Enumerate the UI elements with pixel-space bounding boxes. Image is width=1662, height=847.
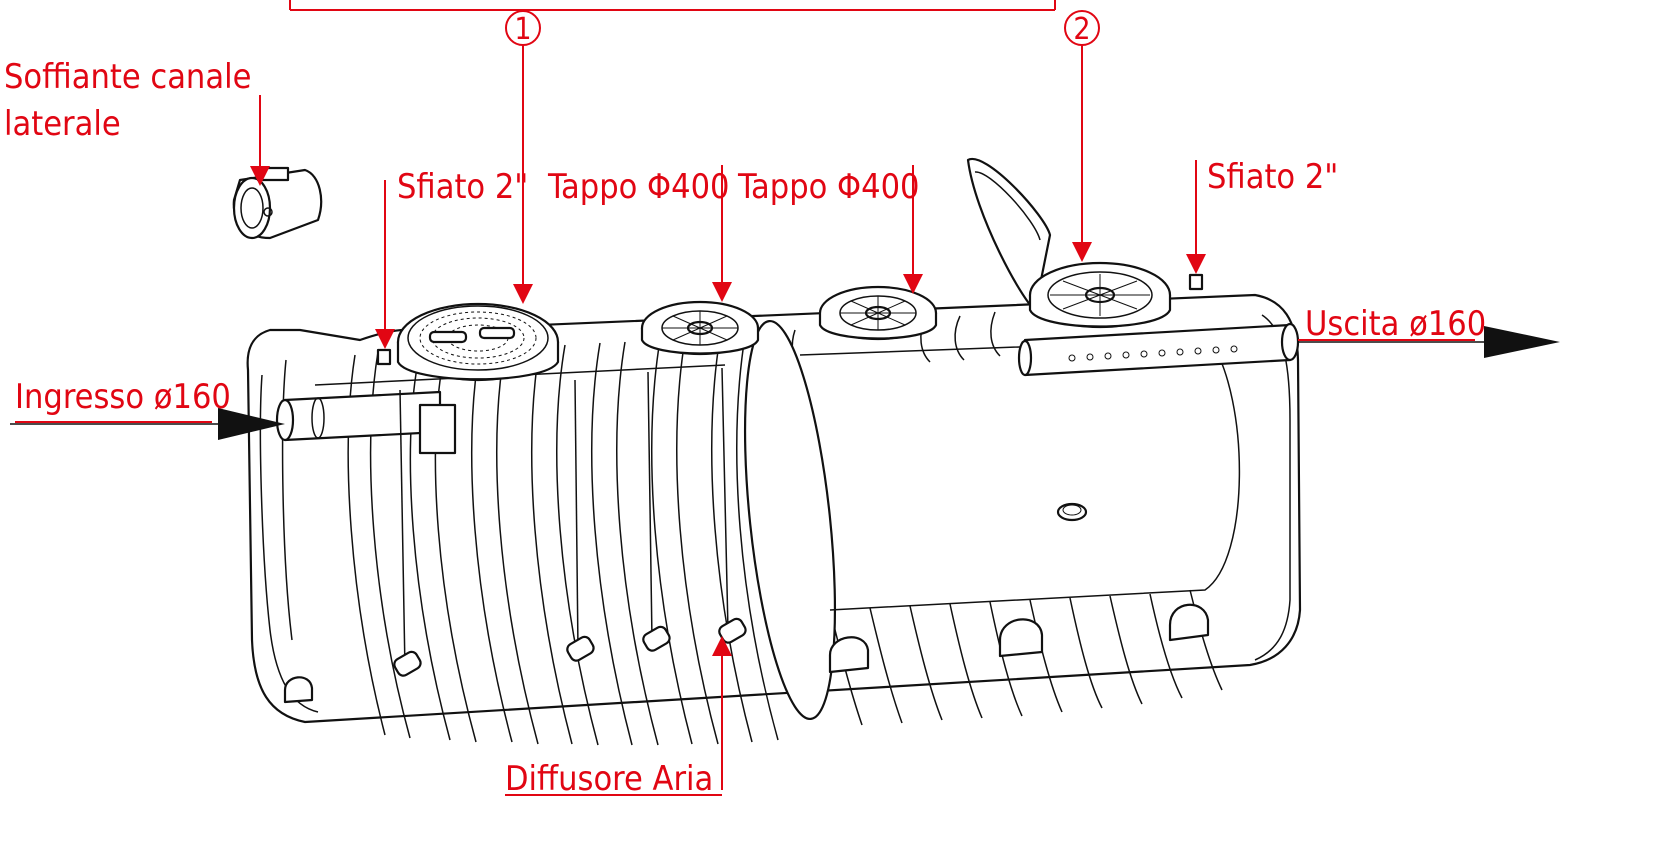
cap-400-right [818, 285, 938, 341]
label-blower-line1: Soffiante canale [4, 57, 251, 97]
outlet-pipe [1017, 322, 1300, 377]
internal-partition [743, 319, 837, 721]
label-outlet: Uscita ø160 [1305, 304, 1486, 344]
vent-left [376, 348, 392, 366]
vent-right [1188, 273, 1204, 291]
cap-400-left [640, 300, 760, 356]
porthole [1056, 502, 1088, 522]
label-vent-left: Sfiato 2" [397, 167, 528, 207]
label-air-diffuser: Diffusore Aria [505, 759, 713, 799]
marker-2: 2 [1073, 12, 1090, 47]
manhole-open-lid-2 [966, 157, 1172, 329]
tank-body [246, 293, 1302, 746]
side-channel-blower [232, 166, 323, 240]
label-cap-right: Tappo Φ400 [737, 167, 920, 207]
label-blower-line2: laterale [4, 104, 121, 144]
marker-1: 1 [514, 12, 531, 47]
label-inlet: Ingresso ø160 [15, 377, 231, 417]
lifting-lugs [283, 603, 1210, 704]
label-vent-right: Sfiato 2" [1207, 157, 1338, 197]
label-cap-left: Tappo Φ400 [547, 167, 730, 207]
manhole-cover-1 [396, 302, 560, 382]
